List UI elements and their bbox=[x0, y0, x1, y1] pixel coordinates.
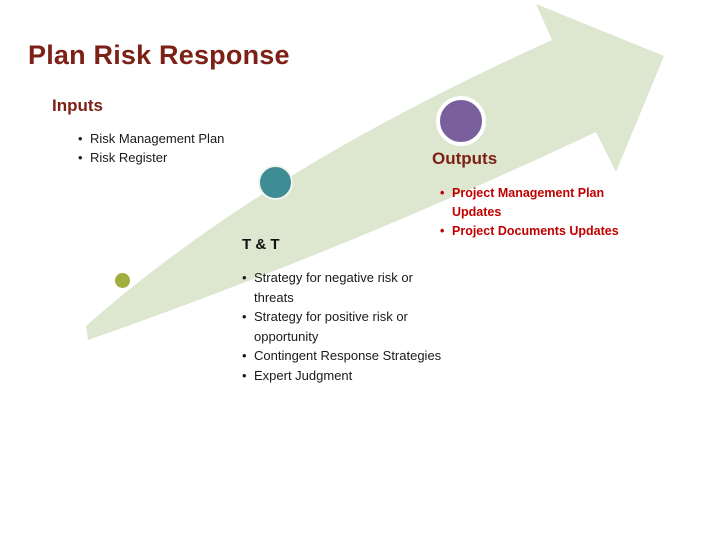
milestone-dot-outputs bbox=[436, 96, 486, 146]
list-item: Project Management Plan Updates bbox=[440, 184, 620, 222]
list-item: Risk Management Plan bbox=[78, 129, 298, 148]
list-item: Risk Register bbox=[78, 148, 298, 167]
list-item: Contingent Response Strategies bbox=[242, 346, 454, 366]
inputs-list: Risk Management Plan Risk Register bbox=[78, 129, 298, 167]
list-item: Strategy for positive risk or opportunit… bbox=[242, 307, 454, 346]
page-title: Plan Risk Response bbox=[28, 40, 290, 70]
list-item: Project Documents Updates bbox=[440, 222, 620, 241]
arrow-path bbox=[86, 4, 664, 340]
list-item: Expert Judgment bbox=[242, 366, 454, 386]
list-item: Strategy for negative risk or threats bbox=[242, 268, 454, 307]
outputs-list: Project Management Plan Updates Project … bbox=[440, 184, 620, 241]
inputs-heading: Inputs bbox=[52, 96, 103, 115]
tools-and-techniques-heading: T & T bbox=[242, 236, 280, 253]
milestone-dot-inputs bbox=[115, 273, 130, 288]
tools-and-techniques-list: Strategy for negative risk or threats St… bbox=[242, 268, 454, 385]
milestone-dot-tt bbox=[258, 165, 293, 200]
outputs-heading: Outputs bbox=[432, 149, 498, 168]
